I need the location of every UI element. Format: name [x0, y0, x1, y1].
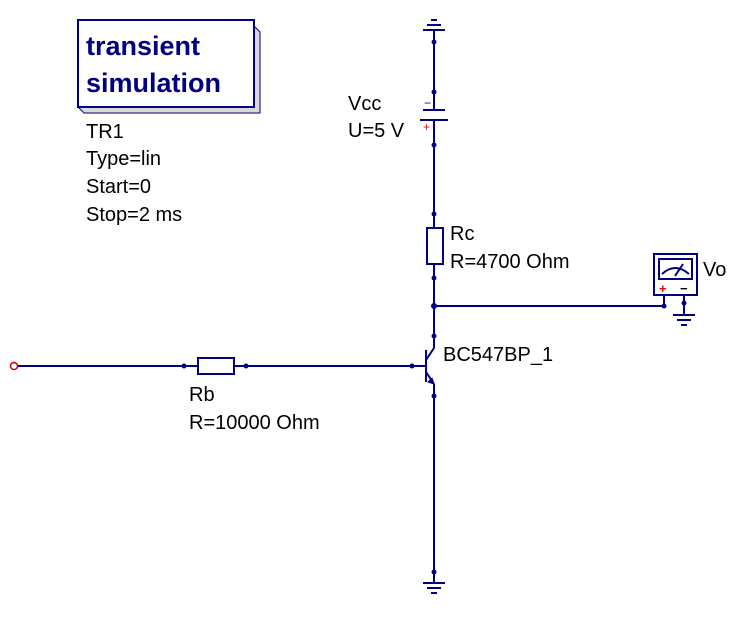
simulation-title-line2: simulation — [86, 68, 221, 98]
probe-minus-sign: − — [680, 281, 688, 296]
simulation-start: Start=0 — [86, 176, 151, 198]
ground-bottom[interactable] — [423, 582, 445, 594]
rc-value: R=4700 Ohm — [450, 251, 570, 273]
vcc-plus-sign: + — [423, 120, 430, 134]
rb-value: R=10000 Ohm — [189, 412, 320, 434]
vcc-name: Vcc — [348, 93, 381, 115]
input-port[interactable] — [9, 361, 19, 371]
vcc-value: U=5 V — [348, 120, 405, 142]
transient-simulation-block[interactable]: transient simulation — [76, 19, 261, 114]
rc-name: Rc — [450, 223, 474, 245]
ground-top[interactable] — [423, 19, 445, 45]
simulation-stop: Stop=2 ms — [86, 204, 182, 226]
rc-resistor[interactable] — [426, 214, 444, 281]
wire-output-to-probe[interactable] — [434, 295, 665, 307]
vcc-minus-sign: − — [424, 96, 431, 110]
simulation-name: TR1 — [86, 121, 124, 143]
voltage-probe-vo[interactable] — [653, 253, 698, 315]
simulation-title-line1: transient — [86, 31, 200, 61]
transistor-name: BC547BP_1 — [443, 344, 553, 366]
ground-probe[interactable] — [673, 314, 695, 326]
rb-name: Rb — [189, 384, 215, 406]
npn-transistor[interactable] — [409, 336, 437, 399]
rb-resistor[interactable] — [184, 357, 249, 375]
simulation-type: Type=lin — [86, 148, 161, 170]
probe-plus-sign: + — [659, 281, 667, 296]
vcc-source[interactable] — [420, 109, 448, 148]
probe-name: Vo — [703, 259, 726, 281]
